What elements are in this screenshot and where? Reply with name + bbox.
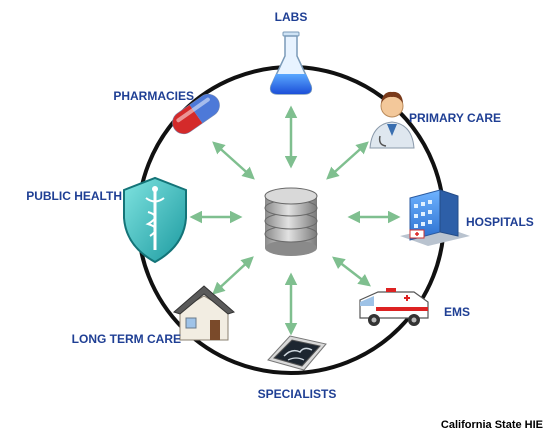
node-label-long-term-care: LONG TERM CARE [72,332,181,346]
arrow-primary-care [326,141,369,180]
arrow-pharmacies [212,141,255,180]
caption: California State HIE [441,419,543,431]
node-label-specialists: SPECIALISTS [258,387,337,401]
node-label-public-health: PUBLIC HEALTH [26,189,122,203]
database-icon [264,187,318,256]
hospital-building-icon [400,189,470,246]
arrow-long-term-care [212,256,254,295]
pill-capsule-icon [172,93,220,135]
house-icon [173,285,235,341]
node-label-hospitals: HOSPITALS [466,215,534,229]
arrow-ems [332,256,371,287]
node-label-pharmacies: PHARMACIES [113,89,194,103]
node-label-primary-care: PRIMARY CARE [409,111,501,125]
doctor-icon [369,91,415,149]
flask-icon [269,31,313,95]
ambulance-icon [359,288,429,326]
connection-arrows [189,105,401,336]
node-label-labs: LABS [275,10,308,24]
xray-film-icon [267,335,327,371]
caduceus-shield-icon [123,176,187,264]
node-label-ems: EMS [444,305,470,319]
